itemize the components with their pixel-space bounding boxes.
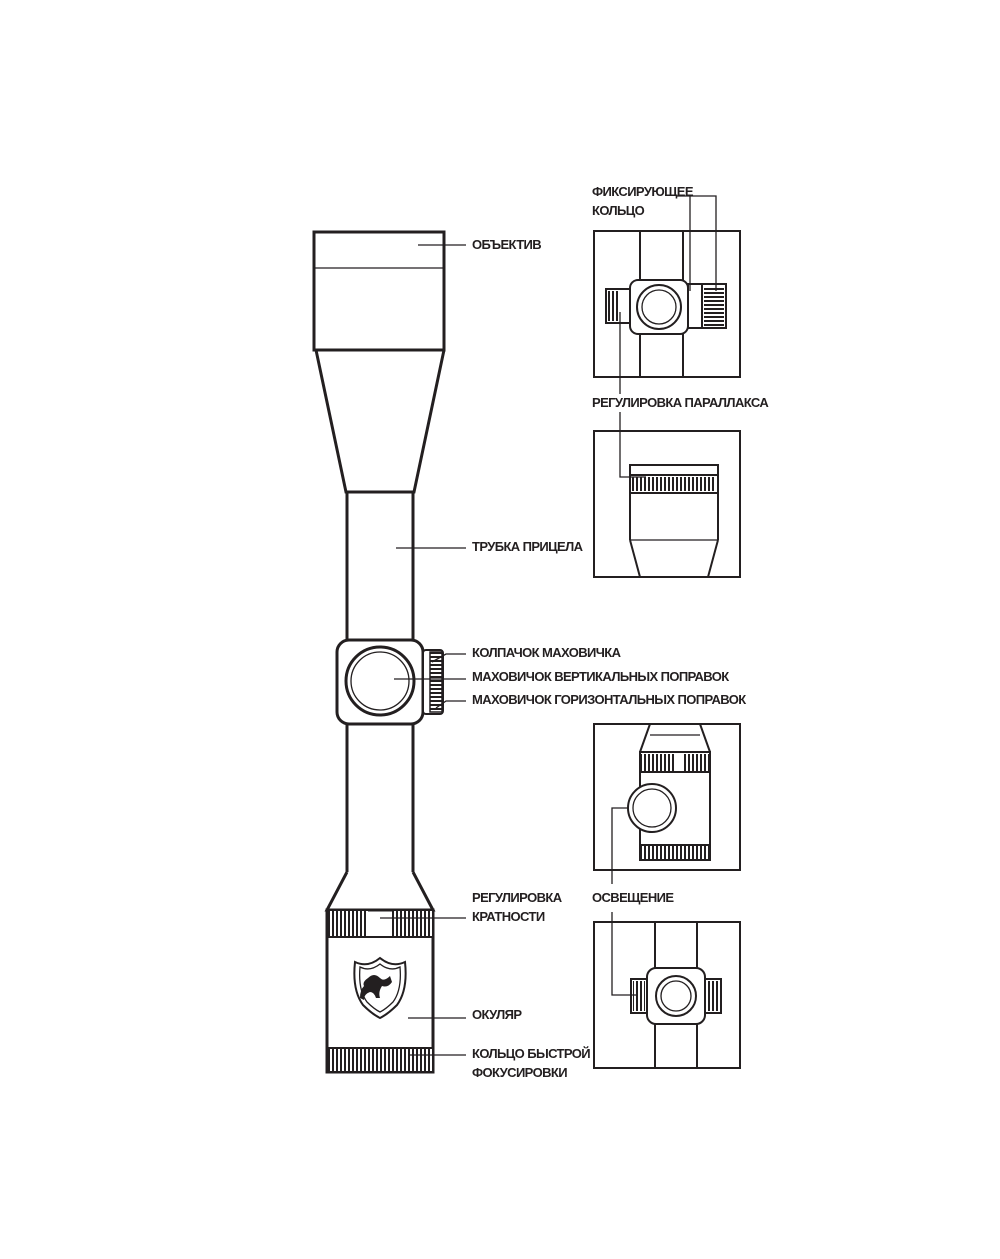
inset-parallax-ring xyxy=(593,430,741,578)
label-locking-ring-1: ФИКСИРУЮЩЕЕ xyxy=(592,184,694,199)
objective-bell xyxy=(312,230,446,494)
leader-illumination-side xyxy=(611,912,636,996)
label-windage-turret: МАХОВИЧОК ГОРИЗОНТАЛЬНЫХ ПОПРАВОК xyxy=(472,692,746,707)
callout-leaders xyxy=(380,244,466,1056)
leader-parallax-bottom xyxy=(619,412,646,478)
inset-illumination-top xyxy=(593,723,741,871)
label-objective: ОБЪЕКТИВ xyxy=(472,237,541,252)
turret-saddle xyxy=(335,638,444,726)
main-scope xyxy=(312,230,446,1074)
label-scope-tube: ТРУБКА ПРИЦЕЛА xyxy=(472,539,584,554)
inset-locking-ring xyxy=(593,230,741,378)
label-locking-ring-2: КОЛЬЦО xyxy=(592,203,645,218)
leader-locking-ring-b xyxy=(690,195,717,291)
label-eyepiece: ОКУЛЯР xyxy=(472,1007,522,1022)
label-fast-focus-1: КОЛЬЦО БЫСТРОЙ xyxy=(472,1046,590,1061)
label-fast-focus-2: ФОКУСИРОВКИ xyxy=(472,1065,567,1080)
leader-illumination-top xyxy=(611,807,628,884)
shield-crest-logo-icon xyxy=(353,956,407,1020)
eyepiece xyxy=(324,871,436,1074)
label-turret-cap: КОЛПАЧОК МАХОВИЧКА xyxy=(472,645,622,660)
label-elevation-turret: МАХОВИЧОК ВЕРТИКАЛЬНЫХ ПОПРАВОК xyxy=(472,669,729,684)
scope-tube xyxy=(345,492,415,872)
label-magnification-1: РЕГУЛИРОВКА xyxy=(472,890,563,905)
label-parallax: РЕГУЛИРОВКА ПАРАЛЛАКСА xyxy=(592,395,769,410)
inset-illumination-side xyxy=(593,921,741,1069)
label-illumination: ОСВЕЩЕНИЕ xyxy=(592,890,674,905)
label-magnification-2: КРАТНОСТИ xyxy=(472,909,545,924)
